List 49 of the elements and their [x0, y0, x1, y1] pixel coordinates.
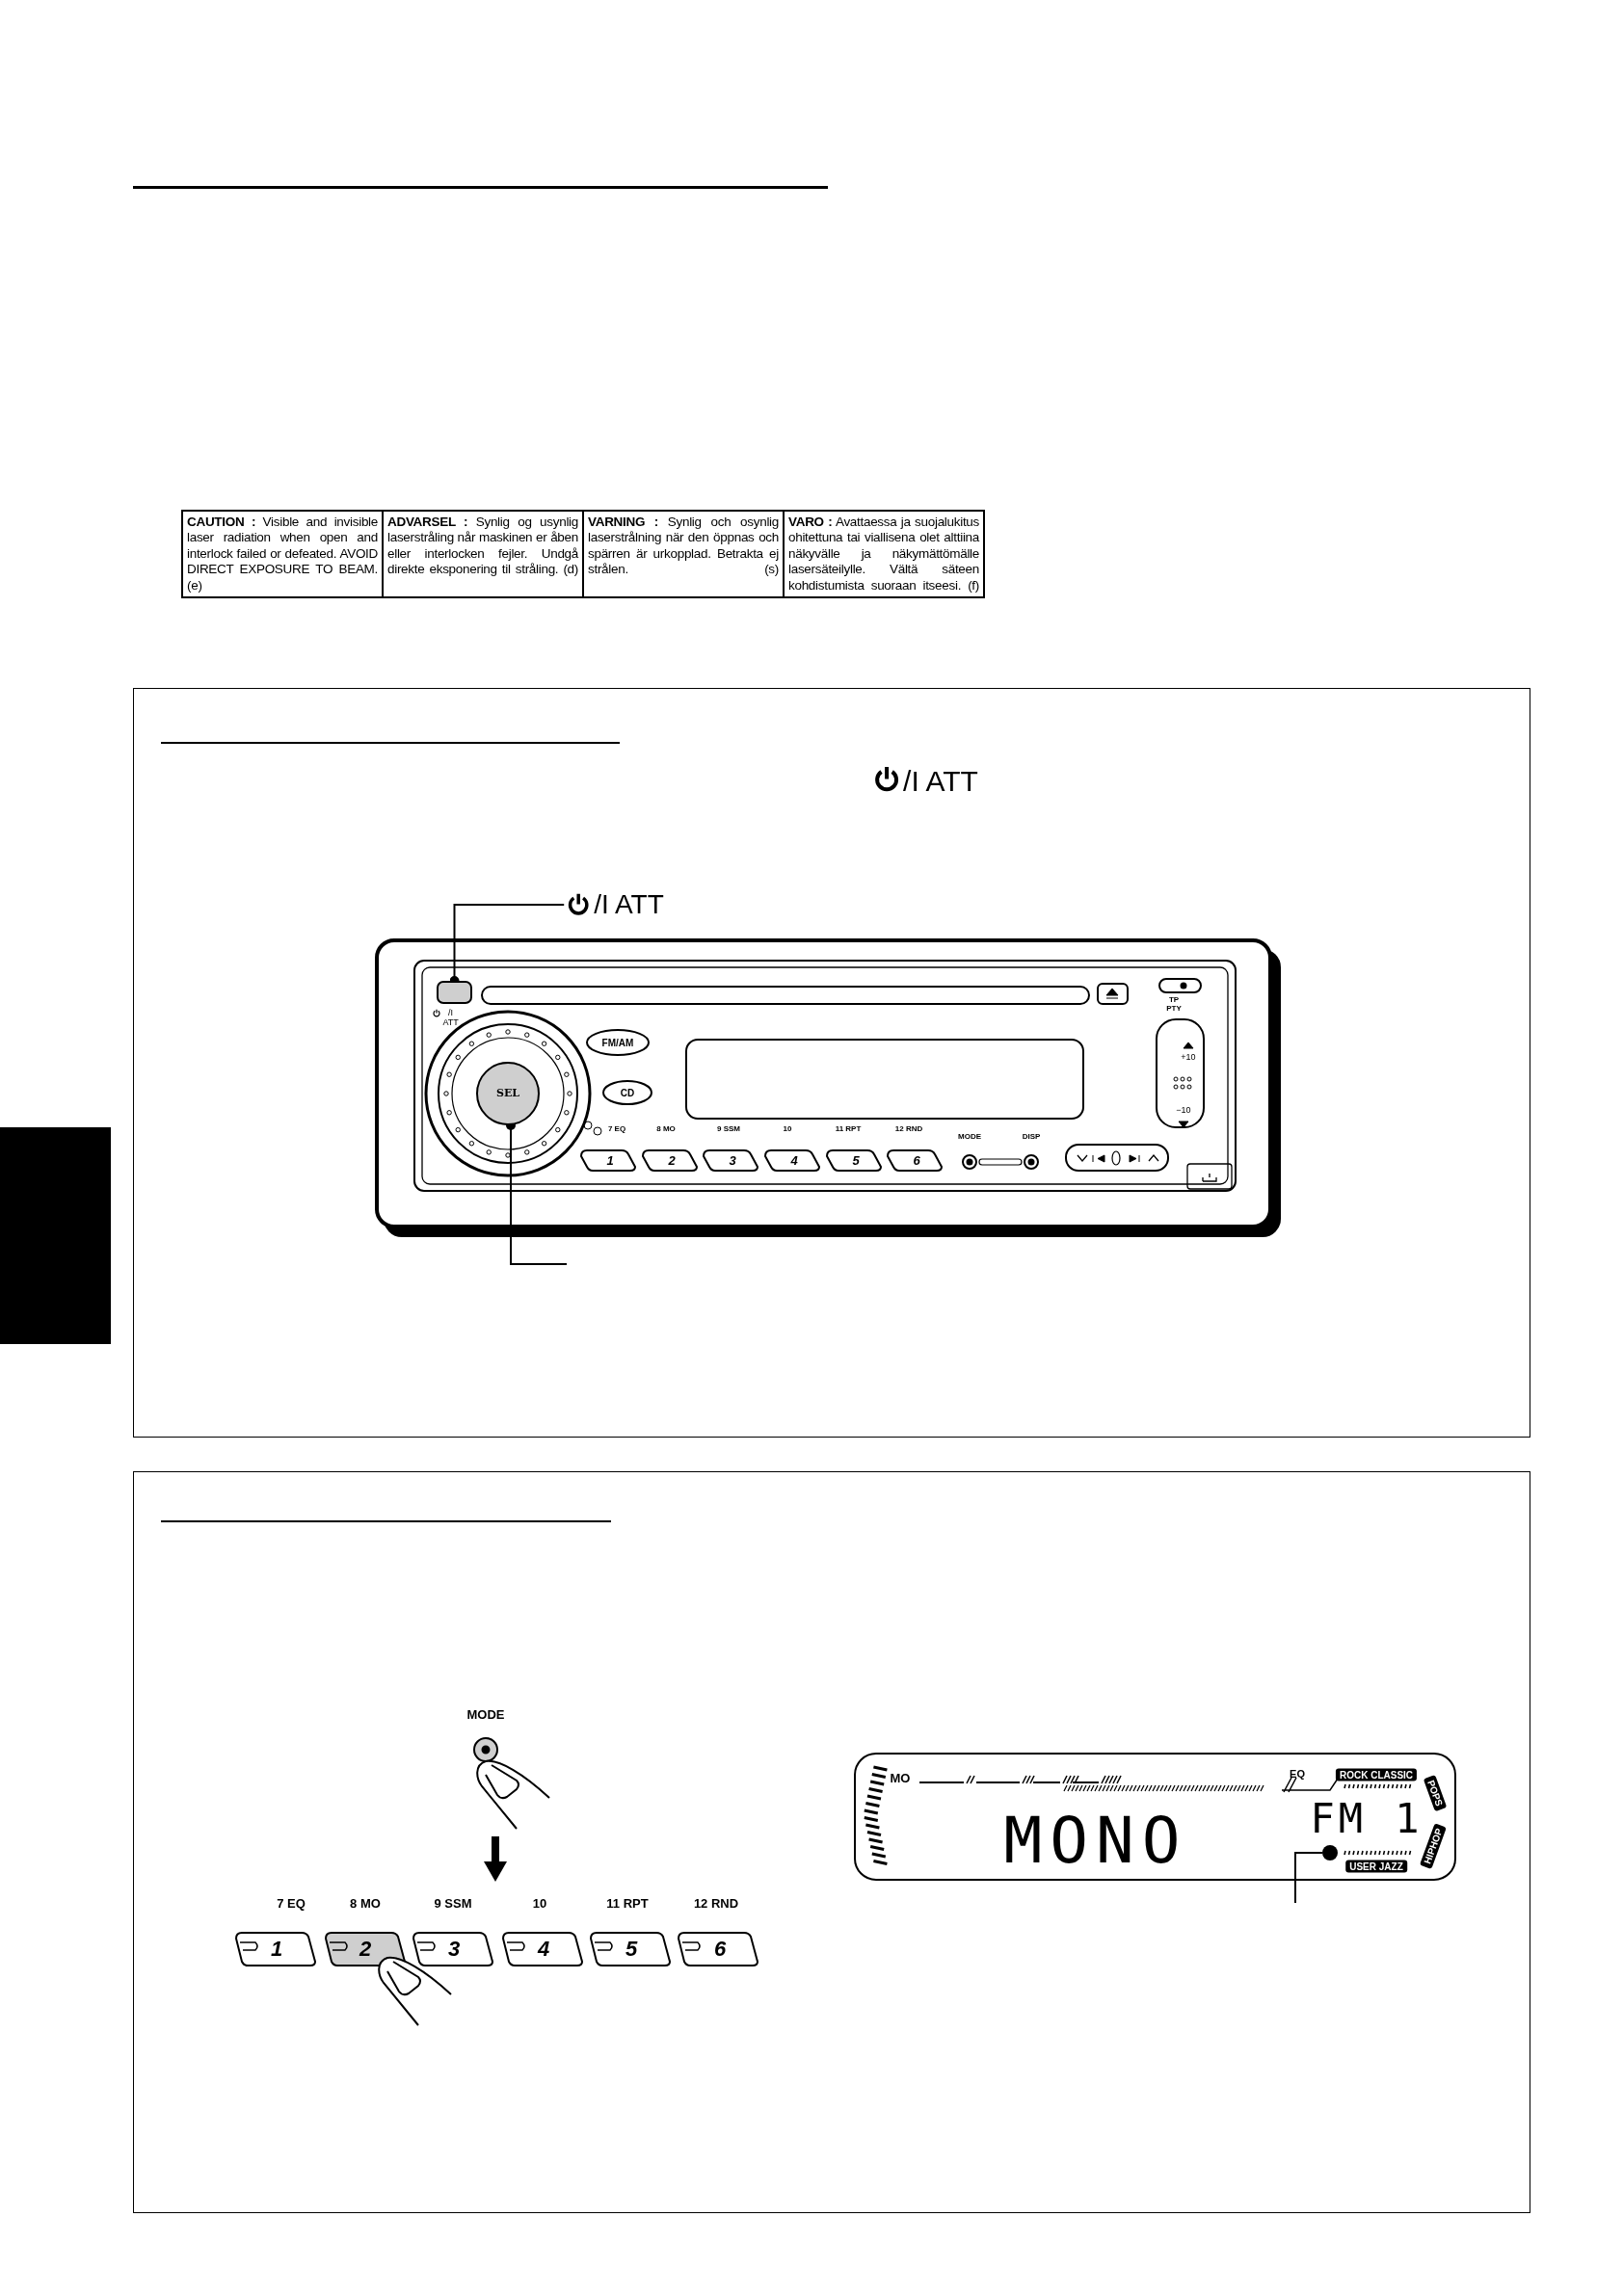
side-tab	[0, 1127, 111, 1344]
preset-number: 1	[606, 1153, 614, 1169]
indicator-dot	[1322, 1845, 1338, 1861]
preset-number: 1	[270, 1937, 283, 1962]
button-label: CD	[620, 1087, 635, 1098]
button-label: MODE	[466, 1707, 505, 1723]
power-button	[437, 981, 472, 1004]
button-label: MODE	[958, 1132, 981, 1142]
button-label: 8 MO	[656, 1124, 676, 1134]
button-label: 9 SSM	[434, 1896, 472, 1912]
button-label: 12 RND	[894, 1124, 923, 1134]
preset-number: 6	[913, 1153, 920, 1169]
button-label: 11 RPT	[835, 1124, 862, 1134]
button-label: 7 EQ	[277, 1896, 306, 1912]
button-label: TP PTY	[1166, 996, 1182, 1014]
laser-warning-panel: VARO : Avattaessa ja suojalukitus ohitettuna tai viallisena olet alttiina näkyvälle ja näkymättömälle lasersäteilylle. Vältä säteen kohdistumista suoraan itseesi. (f)	[783, 510, 985, 599]
button-label: FM/AM	[601, 1037, 634, 1048]
button-label: /I ATT	[442, 1009, 459, 1028]
button-label: DISP	[1022, 1132, 1041, 1142]
display-text: MONO	[1003, 1806, 1188, 1877]
button-label: 11 RPT	[606, 1896, 649, 1912]
display-indicator: POPS	[1423, 1774, 1448, 1812]
display-indicator: MO	[890, 1771, 911, 1786]
button-label: 7 EQ	[607, 1124, 626, 1134]
preset-number: 2	[359, 1937, 372, 1962]
preset-number: 5	[852, 1153, 860, 1169]
button-label: +10	[1181, 1053, 1196, 1063]
button-label: 8 MO	[350, 1896, 381, 1912]
button-label: 10	[532, 1896, 547, 1912]
laser-warning-panel: ADVARSEL : Synlig og usynlig laserstråling når maskinen er åben eller interlocken fejler. Undgå direkte eksponering til stråling. (d)	[382, 510, 584, 599]
preset-number: 4	[537, 1937, 550, 1962]
preset-number: 5	[625, 1937, 638, 1962]
preset-number: 2	[668, 1153, 676, 1169]
preset-number: 6	[713, 1937, 727, 1962]
button-label: 10	[783, 1124, 792, 1134]
display-indicator: EQ	[1290, 1767, 1305, 1781]
display-indicator: ROCK CLASSIC	[1335, 1768, 1418, 1781]
button-label: 12 RND	[693, 1896, 739, 1912]
display-indicator: USER JAZZ	[1345, 1860, 1407, 1873]
button-label: 9 SSM	[717, 1124, 740, 1134]
preset-number: 3	[447, 1937, 461, 1962]
leader-line	[1294, 1852, 1323, 1904]
preset-number: 3	[729, 1153, 736, 1169]
button-label: −10	[1176, 1106, 1191, 1116]
preset-number: 4	[790, 1153, 798, 1169]
control-name: /I ATT	[903, 764, 978, 797]
laser-warning-panel: CAUTION : Visible and invisible laser radiation when open and interlock failed or defeated. AVOID DIRECT EXPOSURE TO BEAM. (e)	[181, 510, 384, 599]
callout-text: /I ATT	[594, 889, 664, 920]
laser-warning-panel: VARNING : Synlig och osynlig laserstrålning när den öppnas och spärren är urkopplad. Betrakta ej strålen. (s)	[582, 510, 785, 599]
